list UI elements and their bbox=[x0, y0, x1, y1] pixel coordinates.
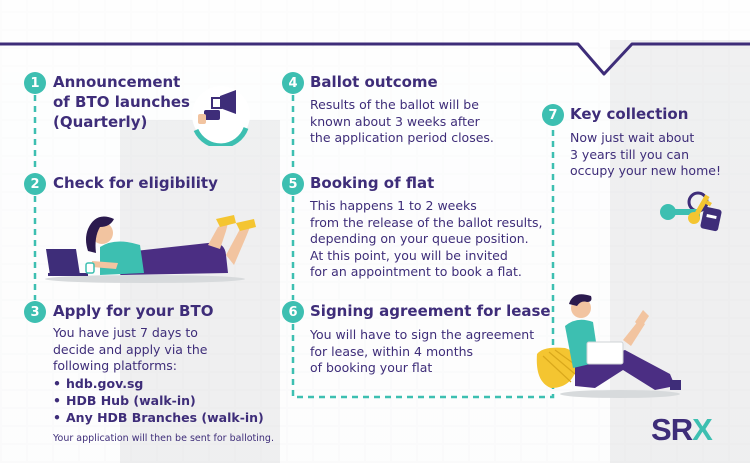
srx-logo: SRX bbox=[651, 412, 713, 447]
step-7-number: 7 bbox=[542, 104, 564, 126]
step-3-title: Apply for your BTO bbox=[53, 302, 214, 320]
step-1-number: 1 bbox=[24, 72, 46, 94]
step-6-description: You will have to sign the agreement for … bbox=[310, 327, 535, 375]
step-7-description: Now just wait about 3 years till you can… bbox=[570, 130, 721, 178]
step-3-description: You have just 7 days to decide and apply… bbox=[53, 325, 208, 373]
step-3-number: 3 bbox=[24, 301, 46, 323]
step-5-number: 5 bbox=[282, 173, 304, 195]
step-2-number: 2 bbox=[24, 173, 46, 195]
step-6-number: 6 bbox=[282, 301, 304, 323]
list-item: HDB Hub (walk-in) bbox=[53, 392, 264, 409]
platform-list: hdb.gov.sg HDB Hub (walk-in) Any HDB Bra… bbox=[53, 375, 264, 426]
man-with-laptop-illustration bbox=[536, 294, 681, 398]
step-2-title: Check for eligibility bbox=[53, 174, 218, 192]
list-item: hdb.gov.sg bbox=[53, 375, 264, 392]
list-item: Any HDB Branches (walk-in) bbox=[53, 409, 264, 426]
step-7-title: Key collection bbox=[570, 105, 689, 123]
step-1-title: Announcement of BTO launches (Quarterly) bbox=[53, 73, 190, 131]
step-4-number: 4 bbox=[282, 72, 304, 94]
keys-icon bbox=[660, 191, 722, 232]
step-4-title: Ballot outcome bbox=[310, 73, 438, 91]
step-5-description: This happens 1 to 2 weeks from the relea… bbox=[310, 198, 543, 279]
step-4-description: Results of the ballot will be known abou… bbox=[310, 97, 494, 145]
top-divider-line bbox=[0, 42, 750, 76]
woman-with-laptop-illustration bbox=[45, 215, 256, 283]
step-3-footnote: Your application will then be sent for b… bbox=[53, 433, 274, 444]
step-5-title: Booking of flat bbox=[310, 174, 435, 192]
megaphone-icon bbox=[192, 86, 250, 146]
step-6-title: Signing agreement for lease bbox=[310, 302, 551, 320]
